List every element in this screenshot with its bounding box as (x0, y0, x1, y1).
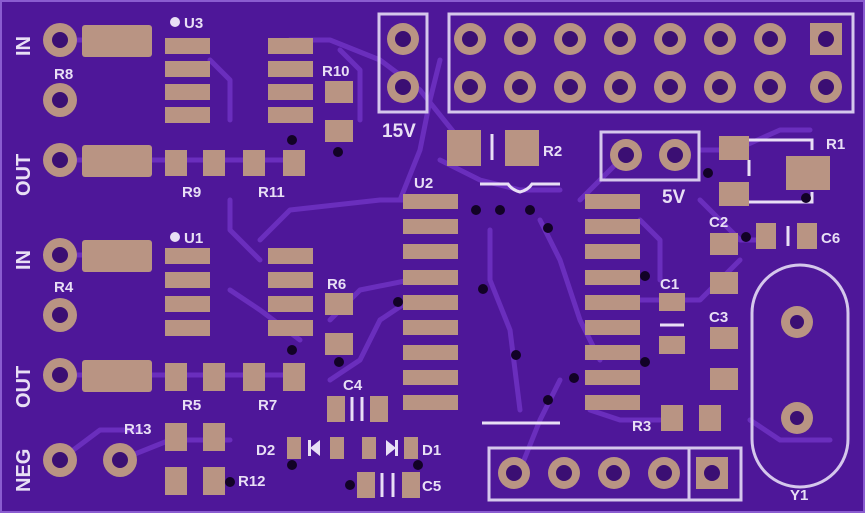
label-d1: D1 (422, 442, 441, 459)
label-y1: Y1 (790, 487, 808, 504)
label-15v: 15V (382, 121, 416, 142)
label-u2: U2 (414, 175, 433, 192)
label-c1: C1 (660, 276, 679, 293)
label-u3: U3 (184, 15, 203, 32)
label-r7: R7 (258, 397, 277, 414)
wide-smd-pads (82, 25, 152, 392)
label-r6: R6 (327, 276, 346, 293)
header-5v (599, 130, 701, 182)
label-c3: C3 (709, 309, 728, 326)
label-c2: C2 (709, 214, 728, 231)
silkscreen-labels: IN OUT IN OUT NEG R8 U3 R10 R9 R11 15V R… (13, 15, 845, 504)
label-c6: C6 (821, 230, 840, 247)
label-r4: R4 (54, 279, 74, 296)
vias (225, 135, 811, 490)
small-smd-pads (165, 81, 830, 498)
silkscreen-marks (350, 134, 814, 497)
through-hole-pads (43, 23, 137, 477)
label-5v: 5V (662, 187, 686, 208)
label-d2: D2 (256, 442, 275, 459)
label-in-mid: IN (13, 250, 35, 270)
header-16-pin (447, 12, 855, 114)
silkscreen-diode-symbols (170, 17, 398, 456)
label-r9: R9 (182, 184, 201, 201)
label-u1: U1 (184, 230, 203, 247)
crystal-y1 (750, 263, 850, 489)
header-15v (377, 12, 429, 114)
label-out-top: OUT (13, 154, 35, 196)
label-c5: C5 (422, 478, 441, 495)
header-bottom-5-pin (487, 446, 743, 502)
label-r10: R10 (322, 63, 350, 80)
label-r11: R11 (258, 184, 285, 201)
label-r12: R12 (238, 473, 266, 490)
label-c4: C4 (343, 377, 363, 394)
label-out-mid: OUT (13, 366, 35, 408)
label-r2: R2 (543, 143, 562, 160)
soic-u3-u1-pads (165, 38, 313, 336)
label-r8: R8 (54, 66, 73, 83)
u2-ic-pads (403, 194, 640, 410)
label-r5: R5 (182, 397, 201, 414)
label-r1: R1 (826, 136, 845, 153)
label-r3: R3 (632, 418, 651, 435)
label-neg: NEG (13, 449, 35, 492)
label-in-top: IN (13, 36, 35, 56)
label-r13: R13 (124, 421, 152, 438)
